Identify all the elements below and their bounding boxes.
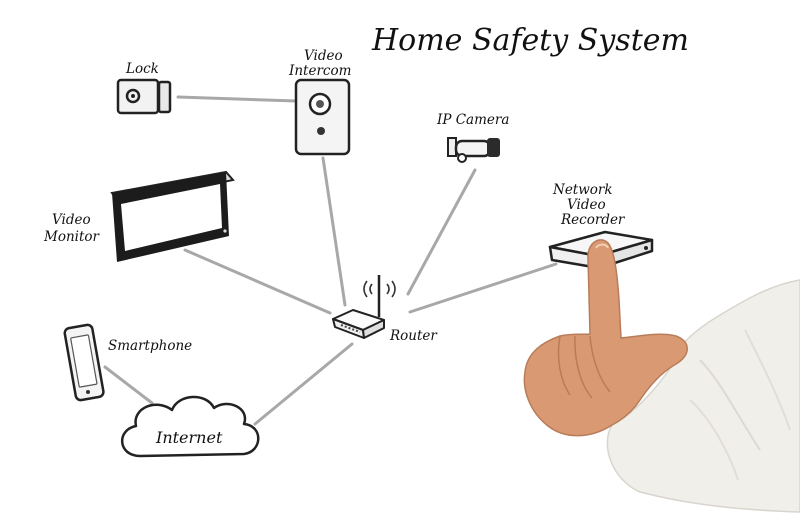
- edge-nvr-router: [408, 262, 558, 314]
- door-lock-icon: [116, 78, 172, 115]
- node-monitor: Video Monitor: [43, 170, 235, 262]
- video-intercom-icon: [294, 78, 351, 156]
- nvr-label-line3: Recorder: [560, 212, 626, 228]
- node-ip-camera: IP Camera: [436, 112, 509, 163]
- intercom-label-line1: Video: [304, 48, 343, 64]
- edge-monitor-router: [183, 248, 332, 315]
- edge-intercom-router: [321, 156, 347, 307]
- internet-label: Internet: [155, 428, 223, 447]
- video-monitor-icon: [110, 170, 235, 262]
- monitor-label-line1: Video: [52, 212, 91, 228]
- node-nvr: Network Video Recorder: [548, 182, 654, 270]
- edge-smartphone-internet: [103, 365, 154, 405]
- intercom-label-line2: Intercom: [288, 63, 351, 79]
- diagram-title: Home Safety System: [371, 23, 689, 58]
- edge-router-internet: [253, 342, 354, 426]
- node-intercom: Video Intercom: [288, 48, 351, 156]
- lock-label: Lock: [125, 61, 159, 77]
- nvr-label-line2: Video: [567, 197, 606, 213]
- edge-lock-intercom: [176, 95, 298, 103]
- security-camera-icon: [447, 137, 500, 163]
- ip-camera-label: IP Camera: [436, 112, 509, 128]
- smartphone-label: Smartphone: [108, 338, 192, 354]
- cloud-icon: [120, 395, 260, 458]
- edge-ipcamera-router: [406, 168, 477, 296]
- node-internet: Internet: [120, 395, 260, 458]
- node-smartphone: Smartphone: [63, 323, 192, 402]
- nvr-label-line1: Network: [552, 182, 613, 198]
- monitor-label-line2: Monitor: [43, 229, 101, 245]
- smartphone-icon: [63, 323, 105, 402]
- node-router: Router: [332, 275, 438, 344]
- pointing-hand-illustration: [523, 239, 800, 513]
- wifi-router-icon: [332, 275, 396, 339]
- router-label: Router: [389, 328, 438, 344]
- node-lock: Lock: [116, 61, 172, 115]
- connections: [103, 95, 558, 426]
